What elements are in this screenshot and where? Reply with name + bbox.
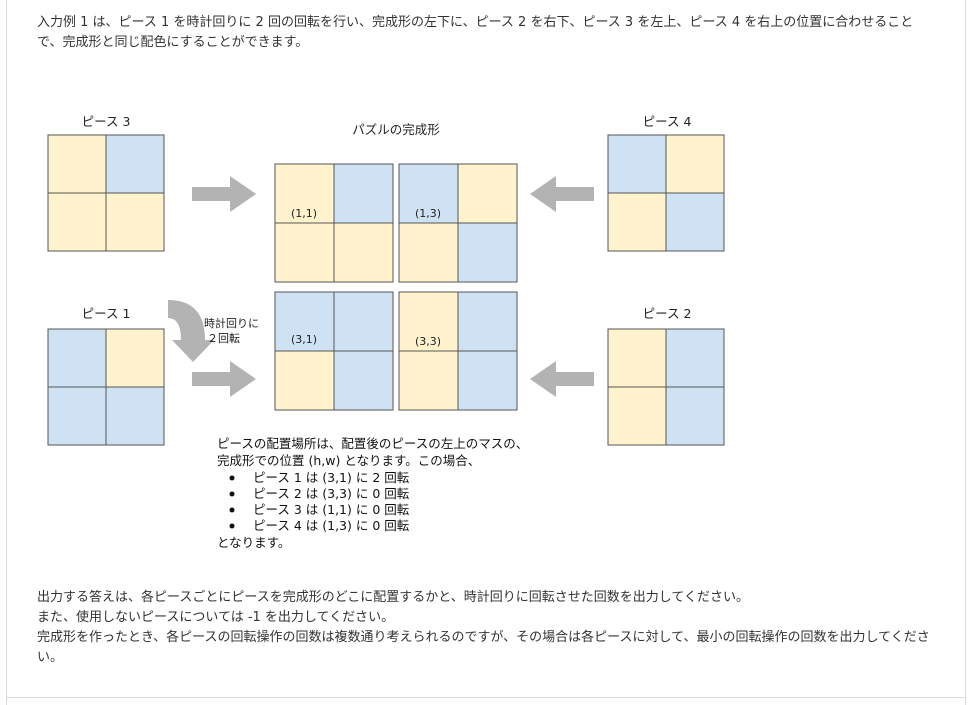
grid-cell [105, 328, 165, 388]
bullet-dot [229, 523, 235, 529]
rotate-label: 時計回りに [204, 316, 259, 330]
piece-2-grid [607, 328, 725, 446]
arrow-right-top [192, 176, 256, 212]
puzzle-title: パズルの完成形 [352, 122, 440, 137]
bullet-dot [229, 475, 235, 481]
grid-cell [47, 192, 107, 252]
grid-cell [105, 386, 165, 446]
grid-cell [47, 386, 107, 446]
coord-label: (1,1) [291, 207, 317, 220]
coord-label: (3,3) [415, 335, 441, 348]
grid-cell [47, 134, 107, 194]
bullet-dot [229, 507, 235, 513]
piece-label: ピース 2 [643, 306, 692, 321]
output-paragraph: 完成形を作ったとき、各ピースの回転操作の回数は複数通り考えられるのですが、その場… [37, 630, 930, 665]
note-line: ピースの配置場所は、配置後のピースの左上のマスの、 [217, 436, 528, 451]
piece-label: ピース 3 [82, 114, 131, 129]
arrow-right-bottom [192, 361, 256, 397]
grid-cell [665, 192, 725, 252]
grid-cell [607, 134, 667, 194]
piece-3-grid [47, 134, 165, 252]
output-paragraph: また、使用しないピースについては -1 を出力してください。 [37, 610, 395, 625]
rotate-arrow [168, 300, 214, 362]
grid-cell [457, 163, 518, 224]
grid-cell [274, 350, 335, 411]
divider [6, 697, 966, 698]
grid-cell [457, 291, 518, 352]
puzzle-block [274, 291, 394, 411]
piece-1-grid [47, 328, 165, 446]
note-bullet: ピース 1 は (3,1) に 2 回転 [253, 470, 410, 485]
puzzle-block [398, 163, 518, 283]
grid-cell [333, 350, 394, 411]
piece-label: ピース 1 [82, 306, 131, 321]
note-line: 完成形での位置 (h,w) となります。この場合、 [217, 453, 480, 468]
grid-cell [607, 328, 667, 388]
note-bullet: ピース 2 は (3,3) に 0 回転 [253, 486, 410, 501]
note-bullet: ピース 4 は (1,3) に 0 回転 [253, 518, 410, 533]
puzzle-block [398, 291, 518, 411]
grid-cell [665, 328, 725, 388]
piece-label: ピース 4 [643, 114, 692, 129]
output-paragraph: 出力する答えは、各ピースごとにピースを完成形のどこに配置するかと、時計回りに回転… [37, 590, 750, 605]
grid-cell [105, 134, 165, 194]
grid-cell [457, 222, 518, 283]
grid-cell [274, 222, 335, 283]
grid-cell [274, 291, 335, 352]
coord-label: (3,1) [291, 333, 317, 346]
note-closing: となります。 [217, 535, 290, 550]
content-frame [6, 0, 966, 705]
note-bullet: ピース 3 は (1,1) に 0 回転 [253, 502, 410, 517]
grid-cell [398, 291, 459, 352]
grid-cell [105, 192, 165, 252]
grid-cell [665, 386, 725, 446]
arrow-left-top [530, 176, 594, 212]
grid-cell [398, 350, 459, 411]
piece-4-grid [607, 134, 725, 252]
bullet-dot [229, 491, 235, 497]
grid-cell [333, 163, 394, 224]
grid-cell [457, 350, 518, 411]
arrow-left-bottom [530, 361, 594, 397]
rotate-label: ２回転 [207, 332, 240, 345]
grid-cell [333, 291, 394, 352]
grid-cell [398, 222, 459, 283]
intro-paragraph: 入力例 1 は、ピース 1 を時計回りに 2 回の回転を行い、完成形の左下に、ピ… [37, 15, 914, 50]
grid-cell [47, 328, 107, 388]
grid-cell [665, 134, 725, 194]
grid-cell [607, 192, 667, 252]
grid-cell [333, 222, 394, 283]
puzzle-block [274, 163, 394, 283]
coord-label: (1,3) [415, 207, 441, 220]
grid-cell [607, 386, 667, 446]
grid-cell [274, 163, 335, 224]
